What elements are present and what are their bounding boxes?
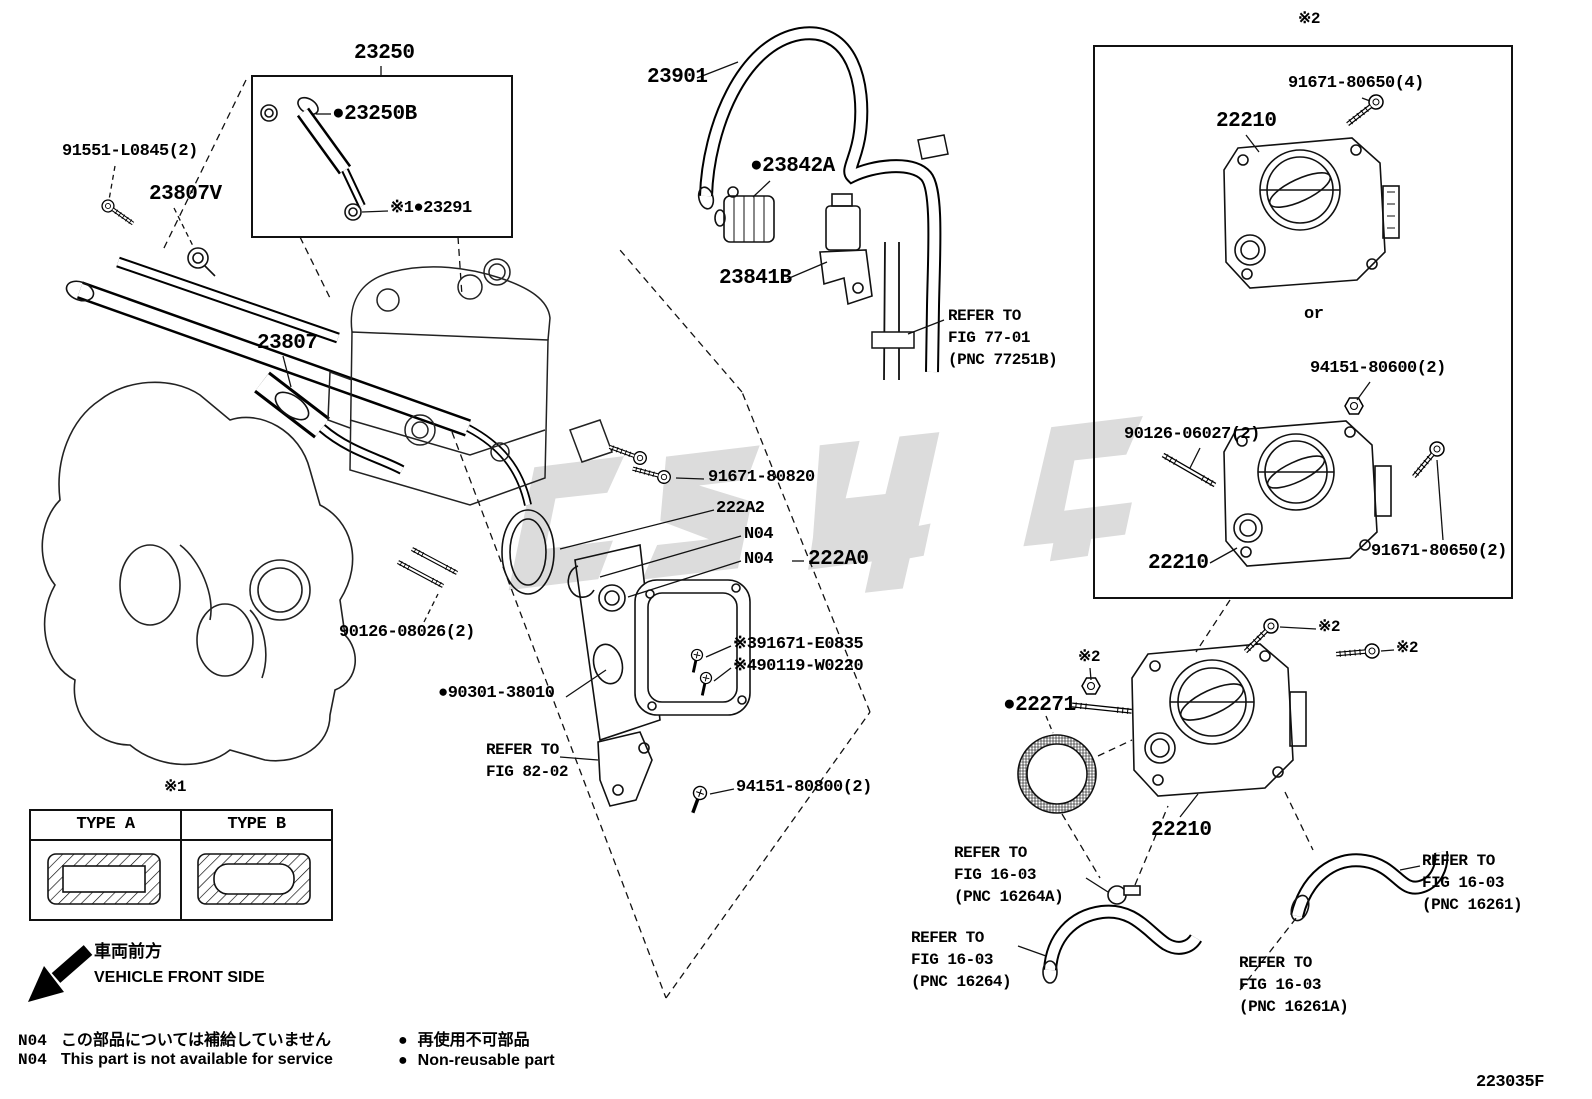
callout-91671-80650-4: 91671-80650(4) — [1288, 74, 1424, 93]
ref-fig-16-03-16264A: REFER TO FIG 16-03 (PNC 16264A) — [954, 842, 1064, 908]
vehicle-front-arrow-icon — [28, 945, 93, 1002]
reuse-legend-jp: ● 再使用不可部品 — [398, 1026, 530, 1050]
ref-line: REFER TO — [1239, 954, 1312, 972]
ref-line: (PNC 16264) — [911, 973, 1012, 992]
note-code: N04 — [18, 1051, 47, 1069]
vehicle-front-label-en: VEHICLE FRONT SIDE — [94, 969, 265, 986]
callout-91671-80650-2: 91671-80650(2) — [1371, 542, 1507, 561]
throttle-body-main — [1017, 643, 1449, 984]
note-code: N04 — [18, 1032, 47, 1050]
symbol-star2-bolt-b: ※2 — [1396, 639, 1419, 657]
symbol-star2-box: ※2 — [1298, 10, 1321, 28]
construction-dashed-lines — [162, 79, 1314, 999]
ref-line: REFER TO — [1422, 852, 1495, 870]
callout-23807: 23807 — [257, 332, 318, 355]
ref-line: FIG 16-03 — [1422, 874, 1504, 893]
throttle-option-box — [1093, 45, 1513, 599]
grommet-23807V — [187, 247, 216, 277]
diagram-code: 223035F — [1476, 1073, 1544, 1092]
ref-line: REFER TO — [486, 741, 559, 759]
bolt-91551 — [97, 195, 139, 231]
callout-n04-first: N04 — [744, 525, 774, 544]
or-divider-text: or — [1304, 305, 1324, 324]
ref-fig-77-01: REFER TO FIG 77-01 (PNC 77251B) — [948, 305, 1058, 371]
callout-94151-80600: 94151-80600(2) — [1310, 359, 1446, 378]
ref-line: (PNC 16264A) — [954, 888, 1064, 907]
ref-line: (PNC 16261A) — [1239, 998, 1349, 1017]
intake-manifold — [41, 381, 357, 766]
callout-23842A: ●23842A — [750, 155, 835, 178]
ref-fig-82-02: REFER TO FIG 82-02 — [486, 739, 568, 783]
watermark-logo — [508, 415, 1143, 593]
callout-91671-E0835: ※391671-E0835 — [733, 635, 864, 654]
note-n04-en: N04 This part is not available for servic… — [18, 1051, 333, 1069]
callout-222A2: 222A2 — [716, 499, 765, 518]
part-23841B — [819, 193, 873, 306]
ref-line: FIG 82-02 — [486, 763, 568, 782]
note-text: この部品については補給していません — [60, 1032, 332, 1049]
ref-line: (PNC 77251B) — [948, 351, 1058, 370]
callout-23250B: ●23250B — [332, 103, 417, 126]
ref-line: FIG 16-03 — [911, 951, 993, 970]
callout-222A0: 222A0 — [808, 548, 869, 571]
callout-91671-80820: 91671-80820 — [708, 468, 815, 487]
callout-90119-W0220: ※490119-W0220 — [733, 657, 864, 676]
callout-23250: 23250 — [354, 42, 415, 65]
leader-lines-dashed — [108, 165, 1054, 734]
part-23842A — [714, 186, 775, 243]
callout-22210-bottom: 22210 — [1148, 552, 1209, 575]
callout-22271: ●22271 — [1003, 694, 1076, 717]
reuse-text-jp: 再使用不可部品 — [417, 1032, 530, 1049]
leader-lines — [282, 61, 1444, 957]
fuel-rail-pipe — [65, 256, 532, 506]
callout-22210-main: 22210 — [1151, 819, 1212, 842]
non-reusable-dot-icon: ● — [398, 1032, 408, 1049]
symbol-star1-legend: ※1 — [164, 778, 187, 796]
legend-type-a-header: TYPE A — [76, 815, 135, 834]
callout-23291: ※1●23291 — [390, 199, 472, 218]
note-n04-jp: N04 この部品については補給していません — [18, 1026, 331, 1050]
callout-94151-80800: 94151-80800(2) — [736, 778, 872, 797]
ref-line: REFER TO — [911, 929, 984, 947]
callout-90126-06027: 90126-06027(2) — [1124, 425, 1260, 444]
ref-fig-16-03-16264: REFER TO FIG 16-03 (PNC 16264) — [911, 927, 1012, 993]
non-reusable-dot-icon: ● — [398, 1052, 408, 1069]
hose-23901 — [697, 26, 949, 381]
callout-23841B: 23841B — [719, 267, 792, 290]
symbol-star2-bolt-a: ※2 — [1318, 618, 1341, 636]
callout-90301-38010: ●90301-38010 — [438, 684, 555, 703]
type-legend-table — [29, 809, 333, 921]
callout-91551-L0845: 91551-L0845(2) — [62, 142, 198, 161]
symbol-star2-stud: ※2 — [1078, 648, 1101, 666]
injector-assembly-box — [251, 75, 513, 238]
engine-block — [327, 258, 613, 506]
ref-line: REFER TO — [954, 844, 1027, 862]
ref-line: FIG 16-03 — [954, 866, 1036, 885]
vehicle-front-label-jp: 車両前方 — [94, 942, 162, 961]
note-text: This part is not available for service — [60, 1051, 333, 1068]
ref-line: REFER TO — [948, 307, 1021, 325]
callout-n04-second: N04 — [744, 550, 774, 569]
callout-22210-top: 22210 — [1216, 110, 1277, 133]
ref-line: FIG 16-03 — [1239, 976, 1321, 995]
reuse-legend-en: ● Non-reusable part — [398, 1052, 555, 1070]
ref-fig-16-03-16261A: REFER TO FIG 16-03 (PNC 16261A) — [1239, 952, 1349, 1018]
ref-line: (PNC 16261) — [1422, 896, 1523, 915]
reuse-text-en: Non-reusable part — [417, 1052, 555, 1069]
ref-fig-16-03-16261: REFER TO FIG 16-03 (PNC 16261) — [1422, 850, 1523, 916]
callout-90126-08026: 90126-08026(2) — [339, 623, 475, 642]
callout-23807V: 23807V — [149, 183, 222, 206]
ref-line: FIG 77-01 — [948, 329, 1030, 348]
legend-type-b-header: TYPE B — [227, 815, 286, 834]
callout-23901: 23901 — [647, 66, 708, 89]
